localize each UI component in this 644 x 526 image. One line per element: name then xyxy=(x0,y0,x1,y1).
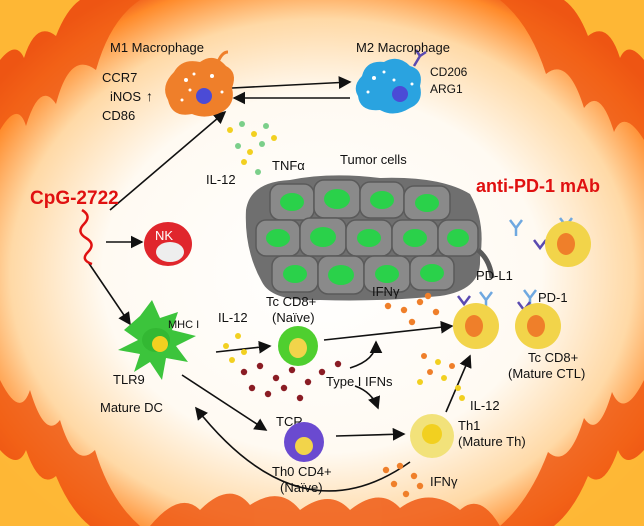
m2-title: M2 Macrophage xyxy=(356,40,450,55)
tlr9-label: TLR9 xyxy=(113,372,145,387)
il12-dots-dc xyxy=(223,333,247,363)
tc-mature-label-1: Tc CD8+ xyxy=(528,350,578,365)
ctl-cell-top xyxy=(545,221,591,267)
ifng-dots-bottom xyxy=(382,462,424,498)
mature-dendritic-cell xyxy=(118,300,196,380)
cpg-dna-strand-icon xyxy=(79,208,93,266)
th1-label-1: Th1 xyxy=(458,418,480,433)
m2-macrophage-cell xyxy=(355,49,427,114)
mhc-label: MHC I xyxy=(168,319,199,331)
pdl1-label: PD-L1 xyxy=(476,268,513,283)
ifng-dots-top xyxy=(384,292,440,326)
ifng-bottom-label: IFNγ xyxy=(430,474,458,489)
mature-dc-label: Mature DC xyxy=(100,400,163,415)
cpg-label: CpG-2722 xyxy=(30,188,119,209)
il12-dots-th1 xyxy=(417,353,465,401)
cd86-label: CD86 xyxy=(102,108,135,123)
ctl-cell-middle xyxy=(453,303,499,349)
arrows xyxy=(87,76,472,492)
type1-ifn-label: Type I IFNs xyxy=(326,374,393,389)
th0-label-1: Th0 CD4+ xyxy=(272,464,332,479)
il12-top-label: IL-12 xyxy=(206,172,236,187)
tc-naive-label-2: (Naïve) xyxy=(272,310,315,325)
inos-label: iNOS xyxy=(110,89,141,104)
tc-naive-label-1: Tc CD8+ xyxy=(266,294,316,309)
m1-macrophage-cell xyxy=(165,50,234,117)
th0-label-2: (Naïve) xyxy=(280,480,323,495)
th1-label-2: (Mature Th) xyxy=(458,434,526,449)
ifng-top-label: IFNγ xyxy=(372,284,400,299)
m1-title: M1 Macrophage xyxy=(110,40,204,55)
tumor-cell-mass xyxy=(245,175,495,301)
il12-th1-label: IL-12 xyxy=(470,398,500,413)
nk-cell xyxy=(144,222,192,266)
nk-label: NK xyxy=(155,228,173,243)
arg1-label: ARG1 xyxy=(430,82,463,96)
cd206-label: CD206 xyxy=(430,65,468,79)
ccr7-label: CCR7 xyxy=(102,70,137,85)
th0-cell xyxy=(284,422,324,462)
pd1-label: PD-1 xyxy=(538,290,568,305)
up-arrow-icon: ↑ xyxy=(146,88,153,104)
il12-dc-label: IL-12 xyxy=(218,310,248,325)
anti-pd1-label: anti-PD-1 mAb xyxy=(476,176,600,196)
tumor-cells-label: Tumor cells xyxy=(340,152,407,167)
ctl-cell-right xyxy=(515,303,561,349)
tc-mature-label-2: (Mature CTL) xyxy=(508,366,585,381)
tc-naive-cell xyxy=(278,326,318,366)
th1-cell xyxy=(410,414,454,458)
type1-ifn-dots xyxy=(240,360,342,402)
tnfa-label: TNFα xyxy=(272,158,305,173)
cytokine-dots-top xyxy=(227,121,277,175)
